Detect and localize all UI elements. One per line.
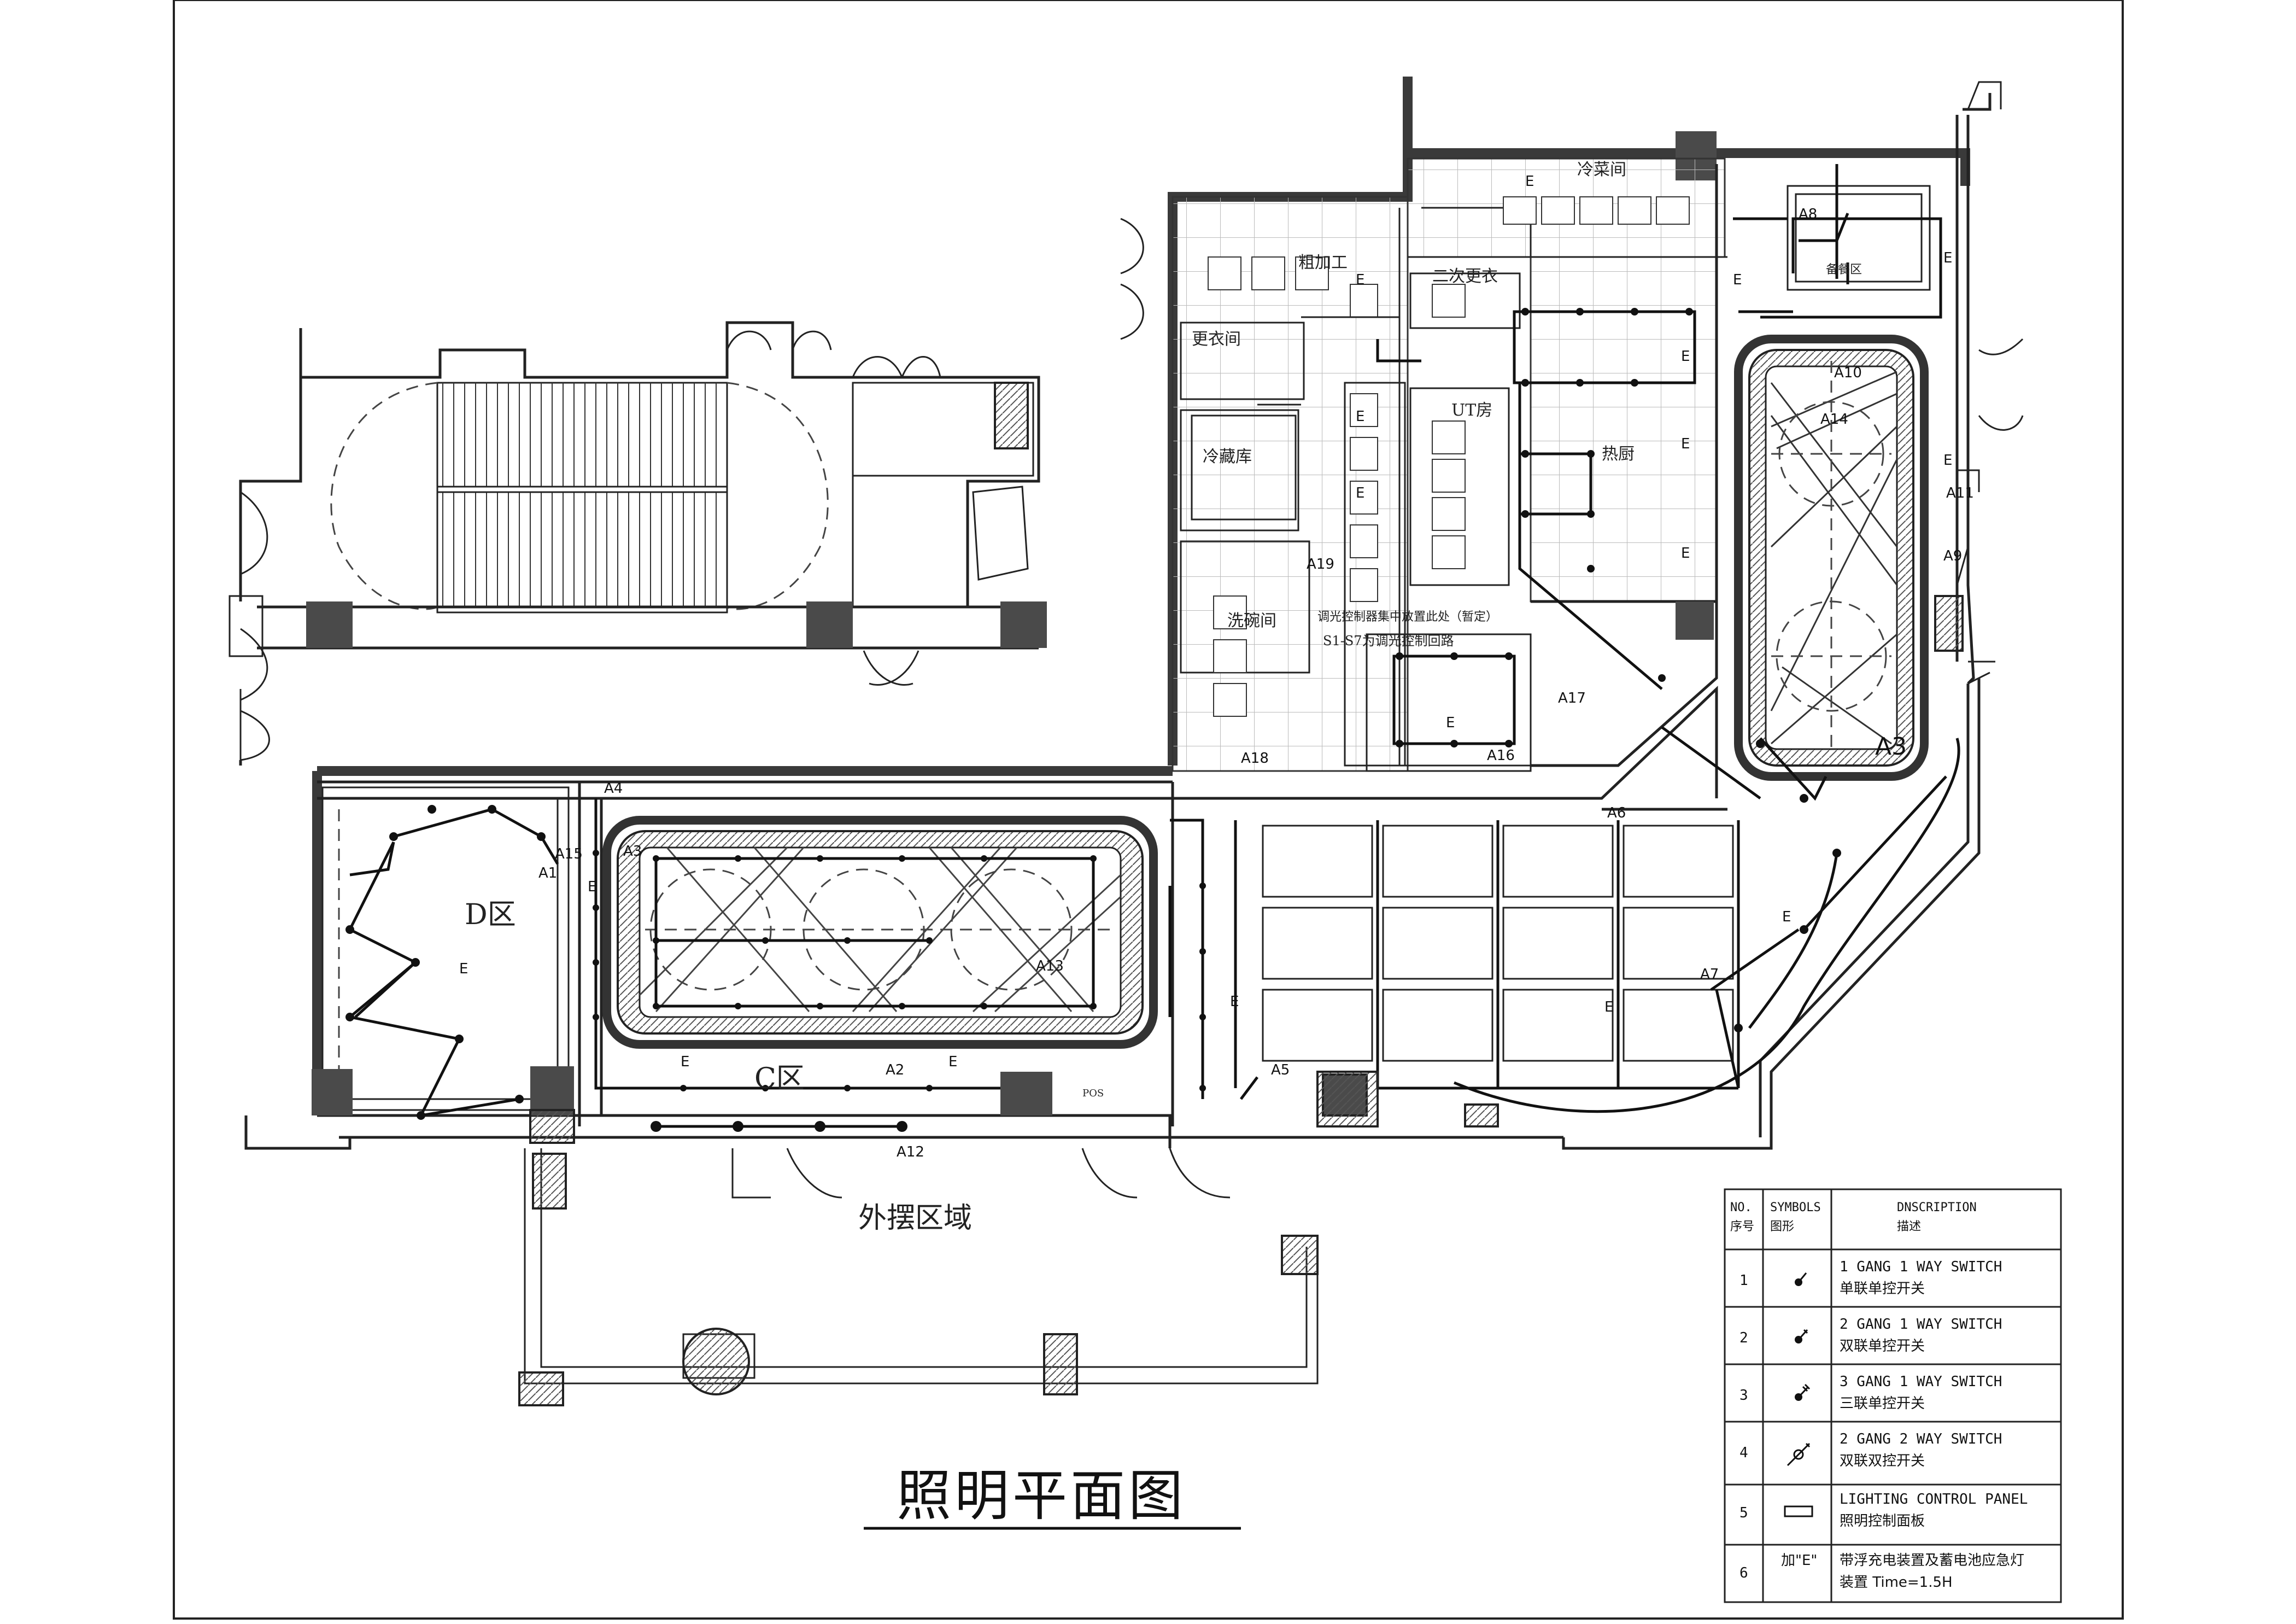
tag-a2: A2	[886, 1062, 904, 1078]
room-labels: 冷菜间 粗加工 二次更衣 更衣间 冷藏库 洗碗间 热厨 UT房 备餐区 调光控制…	[465, 160, 1862, 1235]
tag-a15: A15	[555, 846, 583, 862]
tag-a12: A12	[897, 1144, 924, 1160]
tag-a19: A19	[1307, 556, 1334, 573]
legend-row5-cn: 照明控制面板	[1840, 1513, 1925, 1529]
switch-2gang-1way-icon	[1795, 1329, 1808, 1343]
switch-1gang-1way-icon	[1795, 1272, 1807, 1286]
svg-text:E: E	[948, 1054, 957, 1070]
tag-a5: A5	[1271, 1062, 1290, 1078]
lighting-panel-icon	[1784, 1505, 1813, 1517]
circuit-tags: A1 A2 A3 A4 A5 A6 A7 A8 A9 A10 A11 A12 A…	[538, 206, 1974, 1160]
legend-head-sym-en: SYMBOLS	[1770, 1201, 1821, 1214]
tag-a9: A9	[1943, 548, 1962, 564]
tag-a7: A7	[1700, 966, 1719, 983]
tag-a10: A10	[1834, 365, 1862, 381]
emergency-marks: E E E E E E E E E E E E E E E E E E	[459, 173, 1952, 1070]
tag-a1: A1	[538, 865, 557, 881]
tag-a17: A17	[1558, 690, 1586, 706]
tag-a8: A8	[1799, 206, 1817, 223]
label-zone-d: D区	[465, 898, 516, 931]
sheet-border	[173, 0, 2124, 1620]
label-outdoor: 外摆区域	[858, 1202, 972, 1235]
legend-row6-no: 6	[1739, 1565, 1748, 1581]
svg-text:E: E	[1604, 999, 1613, 1015]
legend-row5-no: 5	[1739, 1505, 1748, 1521]
svg-text:E: E	[1943, 452, 1952, 469]
legend-row1-cn: 单联单控开关	[1840, 1281, 1925, 1297]
tag-a11: A11	[1946, 485, 1974, 501]
legend-row3-no: 3	[1739, 1387, 1748, 1404]
svg-text:E: E	[1681, 436, 1690, 452]
tag-a14: A14	[1820, 411, 1848, 428]
label-dressing: 备餐区	[1826, 263, 1862, 277]
legend-head-no-cn: 序号	[1730, 1220, 1754, 1234]
label-rough-processing: 粗加工	[1298, 253, 1348, 272]
label-hot-kitchen: 热厨	[1602, 445, 1635, 464]
drawing-title: 照明平面图	[864, 1464, 1241, 1530]
legend-row2-en: 2 GANG 1 WAY SWITCH	[1840, 1316, 2002, 1333]
svg-text:E: E	[1356, 485, 1364, 501]
legend-row1-no: 1	[1739, 1272, 1748, 1289]
label-changing-room: 更衣间	[1192, 330, 1241, 349]
svg-text:E: E	[1356, 408, 1364, 425]
svg-text:E: E	[1356, 272, 1364, 288]
svg-text:E: E	[1525, 173, 1534, 190]
legend-head-desc-cn: 描述	[1897, 1220, 1921, 1234]
legend-row4-cn: 双联双控开关	[1840, 1453, 1925, 1469]
stair-block	[229, 321, 1047, 766]
svg-text:E: E	[588, 879, 596, 895]
label-ut-room: UT房	[1451, 401, 1492, 420]
kitchen-zone	[1120, 157, 1727, 772]
legend-row3-cn: 三联单控开关	[1840, 1395, 1925, 1412]
tag-a6: A6	[1607, 805, 1626, 821]
legend-row4-en: 2 GANG 2 WAY SWITCH	[1840, 1431, 2002, 1447]
outdoor-terrace	[518, 1148, 1319, 1406]
svg-text:E: E	[1681, 348, 1690, 365]
tag-a3: A3	[623, 843, 642, 860]
label-dish-wash: 洗碗间	[1227, 611, 1276, 630]
label-dimmer-note-1: 调光控制器集中放置此处（暂定）	[1317, 610, 1498, 624]
switch-3gang-1way-icon	[1795, 1383, 1811, 1401]
svg-text:E: E	[1230, 994, 1239, 1010]
dining-zone	[244, 678, 1981, 1150]
zone-right	[1715, 81, 2024, 781]
svg-text:E: E	[681, 1054, 689, 1070]
tag-a3-right: A3	[1875, 733, 1907, 761]
kitchen-lighting-circuits	[1376, 308, 1696, 747]
tag-a13: A13	[1036, 958, 1064, 974]
legend-row1-en: 1 GANG 1 WAY SWITCH	[1840, 1259, 2002, 1275]
svg-text:E: E	[1733, 272, 1742, 288]
label-second-change: 二次更衣	[1432, 267, 1498, 286]
legend-row6-cn: 装置 Time=1.5H	[1840, 1574, 1953, 1591]
legend-row6-en: 带浮充电装置及蓄电池应急灯	[1840, 1552, 2024, 1569]
tag-a4: A4	[604, 780, 623, 797]
label-pos: POS	[1082, 1088, 1104, 1099]
label-cold-storage: 冷藏库	[1203, 447, 1252, 466]
legend-head-desc-en: DNSCRIPTION	[1897, 1201, 1977, 1214]
label-dimmer-note-2: S1-S7为调光控制回路	[1323, 633, 1454, 649]
legend-row5-en: LIGHTING CONTROL PANEL	[1840, 1491, 2028, 1508]
legend-row2-cn: 双联单控开关	[1840, 1338, 1925, 1354]
svg-text:E: E	[1681, 545, 1690, 562]
legend-row6-symbol: 加"E"	[1781, 1552, 1817, 1569]
legend-head-sym-cn: 图形	[1770, 1220, 1794, 1234]
svg-text:E: E	[1782, 909, 1791, 925]
legend-table: NO. 序号 SYMBOLS 图形 DNSCRIPTION 描述 1 1 GAN…	[1724, 1188, 2062, 1603]
tag-a16: A16	[1487, 747, 1515, 764]
legend-head-no-en: NO.	[1730, 1201, 1752, 1214]
legend-row4-no: 4	[1739, 1445, 1748, 1461]
tag-a18: A18	[1241, 750, 1269, 767]
label-zone-c: C区	[754, 1062, 805, 1095]
legend-row3-en: 3 GANG 1 WAY SWITCH	[1840, 1374, 2002, 1390]
svg-text:E: E	[459, 961, 468, 977]
svg-text:E: E	[1446, 715, 1455, 731]
label-cold-dish: 冷菜间	[1577, 160, 1626, 179]
title-text: 照明平面图	[897, 1464, 1186, 1528]
switch-2gang-2way-icon	[1787, 1442, 1811, 1467]
legend-row2-no: 2	[1739, 1330, 1748, 1346]
svg-text:E: E	[1943, 250, 1952, 266]
